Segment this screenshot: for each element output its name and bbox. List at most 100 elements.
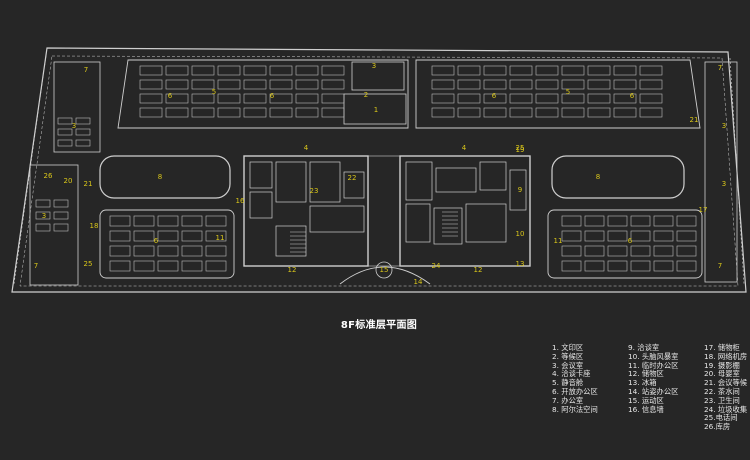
workstation bbox=[133, 215, 155, 227]
workstation bbox=[584, 245, 605, 257]
area-label: 9 bbox=[518, 186, 522, 194]
area-label: 5 bbox=[566, 88, 570, 96]
workstation bbox=[584, 215, 605, 227]
workstation bbox=[431, 107, 455, 118]
area-label: 7 bbox=[718, 64, 722, 72]
workstation bbox=[181, 215, 203, 227]
area-label: 14 bbox=[414, 278, 423, 286]
legend-item: 19. 摄影棚 bbox=[704, 360, 740, 370]
workstation bbox=[321, 107, 345, 118]
workstation bbox=[205, 260, 227, 272]
workstation bbox=[191, 107, 215, 118]
legend-item: 2. 等候区 bbox=[552, 351, 584, 361]
legend-item: 9. 洽谈室 bbox=[628, 343, 660, 352]
workstation bbox=[269, 65, 293, 76]
workstation bbox=[53, 223, 69, 232]
workstation bbox=[676, 215, 697, 227]
workstation bbox=[269, 79, 293, 90]
workstation bbox=[181, 245, 203, 257]
workstation bbox=[607, 260, 628, 272]
workstation bbox=[561, 245, 582, 257]
alpha-space-left bbox=[99, 155, 231, 199]
workstation bbox=[181, 230, 203, 242]
workstation bbox=[561, 260, 582, 272]
legend-item: 7. 办公室 bbox=[552, 395, 584, 405]
area-label: 18 bbox=[90, 222, 99, 230]
workstation bbox=[587, 79, 611, 90]
workstation bbox=[561, 79, 585, 90]
area-label: 4 bbox=[304, 144, 309, 152]
workstation bbox=[613, 79, 637, 90]
workstation bbox=[191, 79, 215, 90]
workstation bbox=[139, 93, 163, 104]
workstation bbox=[509, 65, 533, 76]
area-label: 6 bbox=[270, 92, 275, 100]
workstation bbox=[483, 93, 507, 104]
workstation bbox=[607, 245, 628, 257]
legend-item: 3. 会议室 bbox=[552, 360, 584, 370]
workstation bbox=[205, 215, 227, 227]
workstation bbox=[109, 245, 131, 257]
workstation bbox=[295, 93, 319, 104]
legend-item: 8. 阿尔法空间 bbox=[552, 404, 598, 414]
workstation bbox=[133, 230, 155, 242]
workstation bbox=[217, 107, 241, 118]
workstation bbox=[139, 65, 163, 76]
area-label: 6 bbox=[168, 92, 173, 100]
workstation bbox=[639, 65, 663, 76]
workstation bbox=[75, 117, 91, 125]
area-label: 8 bbox=[158, 173, 162, 181]
area-label: 1 bbox=[374, 106, 378, 114]
plan-title: 8F标准层平面图 bbox=[340, 320, 418, 331]
workstation bbox=[613, 93, 637, 104]
workstation bbox=[483, 107, 507, 118]
workstation bbox=[653, 215, 674, 227]
office-block-left-lower bbox=[29, 164, 79, 286]
workstation bbox=[157, 215, 179, 227]
workstation bbox=[157, 245, 179, 257]
building-outline bbox=[11, 47, 747, 293]
workstation bbox=[535, 79, 559, 90]
workstation bbox=[133, 245, 155, 257]
workstation bbox=[607, 230, 628, 242]
legend-item: 25.电话间 bbox=[704, 413, 738, 423]
meeting-room-top bbox=[351, 61, 405, 91]
legend-item: 14. 站姿办公区 bbox=[628, 386, 679, 396]
workstation bbox=[53, 199, 69, 208]
workstation bbox=[35, 223, 51, 232]
area-label: 3 bbox=[722, 180, 726, 188]
workstation bbox=[639, 107, 663, 118]
workstation bbox=[205, 230, 227, 242]
workstation bbox=[509, 79, 533, 90]
area-label: 6 bbox=[492, 92, 497, 100]
workstation bbox=[630, 245, 651, 257]
area-label: 3 bbox=[722, 122, 726, 130]
workstation bbox=[535, 107, 559, 118]
workstation bbox=[509, 107, 533, 118]
workstation bbox=[587, 93, 611, 104]
open-office-lower-right bbox=[547, 209, 703, 279]
workstation bbox=[157, 230, 179, 242]
area-label: 3 bbox=[42, 212, 46, 220]
workstation bbox=[630, 215, 651, 227]
workstation bbox=[243, 93, 267, 104]
workstation bbox=[321, 79, 345, 90]
workstation bbox=[676, 260, 697, 272]
workstation bbox=[653, 230, 674, 242]
legend-item: 13. 冰箱 bbox=[628, 378, 657, 388]
workstation bbox=[607, 215, 628, 227]
legend-column-1: 1. 文印区 2. 等候区 3. 会议室 4. 洽谈卡座 5. 静音舱 6. 开… bbox=[552, 343, 598, 414]
area-label: 12 bbox=[474, 266, 483, 274]
workstation bbox=[165, 107, 189, 118]
workstation bbox=[535, 65, 559, 76]
area-label: 11 bbox=[216, 234, 225, 242]
core-right bbox=[399, 155, 531, 267]
workstation bbox=[217, 93, 241, 104]
area-label: 10 bbox=[516, 230, 525, 238]
workstation bbox=[561, 215, 582, 227]
workstation bbox=[535, 93, 559, 104]
office-block-right bbox=[704, 61, 738, 283]
stair-right bbox=[442, 211, 458, 237]
workstation bbox=[205, 245, 227, 257]
workstation bbox=[243, 79, 267, 90]
